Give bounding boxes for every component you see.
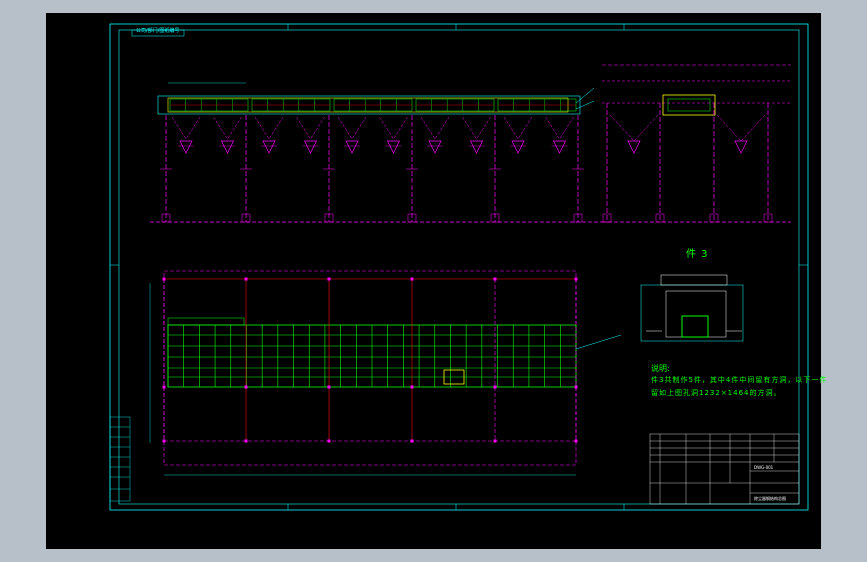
- plan-grid: [167, 317, 577, 387]
- hopper-outlet: [511, 140, 525, 154]
- elevation-modules: [169, 98, 577, 112]
- notes-line-1: 件3共制作5件，其中4件中间留有方洞，以下一件: [651, 376, 828, 384]
- hopper-outlet: [386, 140, 401, 154]
- plan-top-module: [167, 317, 245, 326]
- side-hopper: [609, 114, 659, 142]
- hopper-outlet: [262, 140, 276, 154]
- side-hopper-outlet: [627, 140, 641, 154]
- plan-node: [244, 385, 248, 389]
- plan-node: [162, 439, 166, 443]
- inner-border: [118, 29, 800, 505]
- plan-outer-dashed: [163, 270, 577, 466]
- side-columns: [602, 103, 773, 223]
- hopper-outline: [545, 116, 574, 140]
- outer-border: [109, 23, 809, 511]
- elevation-hoppers: [171, 116, 574, 154]
- column-base: [324, 213, 334, 223]
- hopper-outline: [254, 116, 284, 140]
- plan-node: [244, 277, 248, 281]
- detail-3-title: 件 3: [686, 249, 709, 260]
- title-tag: 公司/部门/图纸编号: [136, 28, 180, 34]
- hopper-outlet: [552, 140, 567, 154]
- hopper-outline: [379, 116, 408, 140]
- hopper-outlet: [303, 140, 318, 154]
- cad-drawing-canvas[interactable]: 公司/部门/图纸编号 件 3 说明: 件3共制作5件，其中4件中间留有方洞，以下…: [46, 13, 826, 549]
- hopper-outlet: [428, 140, 442, 154]
- plan-axes: [162, 277, 578, 443]
- plan-node: [574, 385, 578, 389]
- hopper-outline: [171, 116, 201, 140]
- side-column-base: [709, 213, 719, 223]
- plan-node: [574, 439, 578, 443]
- hopper-outlet: [179, 140, 193, 154]
- plan-node: [162, 385, 166, 389]
- column-base: [241, 213, 251, 223]
- column-base: [407, 213, 417, 223]
- plan-node: [327, 277, 331, 281]
- plan-view: [149, 270, 622, 476]
- side-column-base: [655, 213, 665, 223]
- plan-node: [410, 385, 414, 389]
- plan-node: [410, 277, 414, 281]
- plan-node: [327, 385, 331, 389]
- detail-opening: [681, 315, 709, 338]
- plan-node: [574, 277, 578, 281]
- notes-heading: 说明:: [651, 364, 670, 373]
- front-elevation: [150, 82, 612, 223]
- leader-line-1: [575, 87, 595, 104]
- drawing-name: 除尘器钢结构总图: [754, 496, 786, 501]
- notes-line-2: 留如上图孔洞1232×1464的方洞。: [651, 389, 782, 397]
- drawing-number: DWG-001: [754, 465, 774, 470]
- side-top-box: [662, 94, 716, 116]
- plan-node: [493, 385, 497, 389]
- zone-marks: [110, 24, 808, 510]
- title-tag-box: [131, 29, 185, 37]
- hopper-outlet: [220, 140, 235, 154]
- column-base: [161, 213, 171, 223]
- hopper-outline: [462, 116, 491, 140]
- side-column-base: [763, 213, 773, 223]
- plan-node: [493, 277, 497, 281]
- drawing-svg: [109, 23, 809, 511]
- hopper-outline: [420, 116, 450, 140]
- side-hopper: [716, 114, 766, 142]
- plan-leader: [575, 334, 622, 350]
- hopper-outline: [503, 116, 533, 140]
- plan-node: [493, 439, 497, 443]
- hopper-outline: [337, 116, 367, 140]
- side-elevation: [602, 64, 791, 223]
- hopper-outline: [296, 116, 325, 140]
- title-block: [649, 433, 800, 505]
- plan-node: [162, 277, 166, 281]
- column-base: [573, 213, 583, 223]
- detail-3-drawing: [640, 274, 744, 342]
- revision-strip: [109, 416, 131, 502]
- side-hopper-outlet: [734, 140, 748, 154]
- side-column-base: [602, 213, 612, 223]
- elevation-columns: [160, 115, 584, 223]
- hopper-outline: [213, 116, 242, 140]
- column-base: [490, 213, 500, 223]
- leader-line-2: [575, 100, 595, 110]
- hopper-outlet: [469, 140, 484, 154]
- plan-node: [244, 439, 248, 443]
- plan-node: [327, 439, 331, 443]
- plan-opening: [443, 369, 465, 385]
- top-box-outline: [157, 95, 581, 115]
- plan-node: [410, 439, 414, 443]
- hopper-outlet: [345, 140, 359, 154]
